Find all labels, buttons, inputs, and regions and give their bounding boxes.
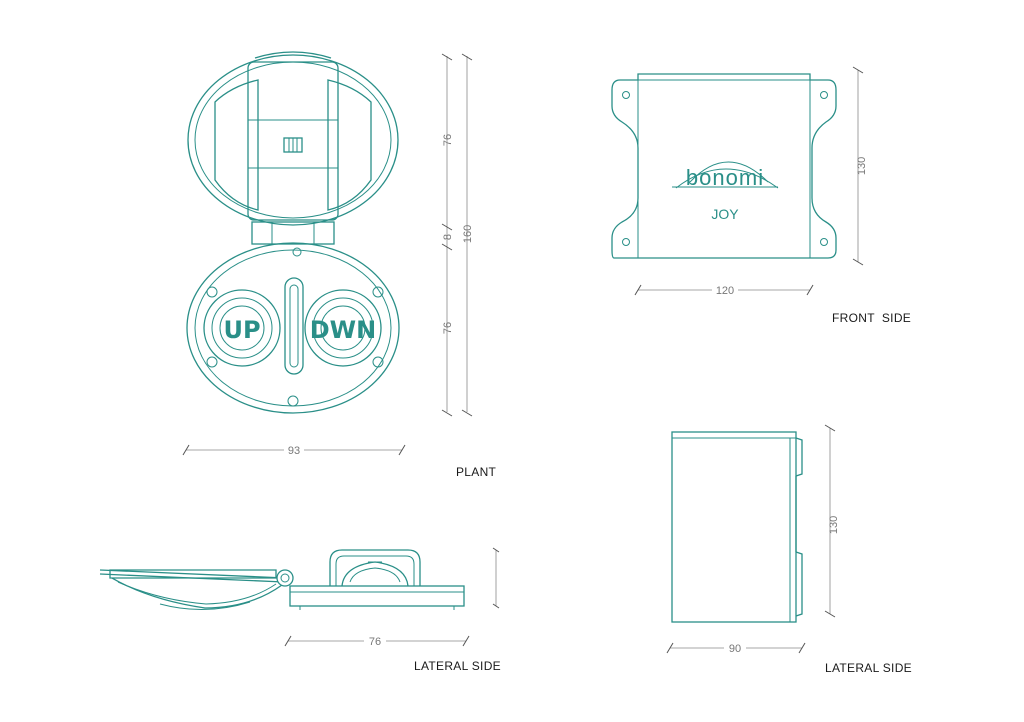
plant-vertical-dimensions: 76 8 76 160 bbox=[441, 53, 474, 417]
dim-plant-width: 93 bbox=[288, 445, 300, 457]
plant-lower-body: UP DWN bbox=[186, 242, 400, 414]
label-front-side: FRONT SIDE bbox=[832, 311, 911, 325]
dim-plant-gap: 8 bbox=[442, 234, 454, 240]
dim-plant-lower: 76 bbox=[442, 322, 454, 334]
lateral-left-height-dimension bbox=[492, 547, 500, 609]
front-view: bonomi JOY bbox=[611, 73, 837, 259]
front-width-dimension: 120 bbox=[634, 283, 814, 297]
lateral-left-width-dimension: 76 bbox=[284, 634, 470, 648]
plant-upper-lid bbox=[187, 51, 399, 226]
lateral-right-height-dimension: 130 bbox=[824, 424, 840, 618]
label-lateral-side-left: LATERAL SIDE bbox=[414, 659, 501, 673]
dim-front-height: 130 bbox=[856, 157, 868, 175]
plant-width-dimension: 93 bbox=[182, 443, 406, 457]
dim-lateral2-width: 90 bbox=[729, 643, 741, 655]
brand-logo-text: bonomi bbox=[686, 165, 764, 190]
label-plant: PLANT bbox=[456, 465, 497, 479]
dim-plant-total: 160 bbox=[462, 225, 474, 243]
lateral-right-width-dimension: 90 bbox=[666, 641, 806, 655]
dim-plant-upper: 76 bbox=[442, 134, 454, 146]
plant-hinge bbox=[251, 221, 335, 257]
lateral-view-right bbox=[671, 431, 803, 623]
dim-front-width: 120 bbox=[716, 285, 734, 297]
model-name: JOY bbox=[711, 206, 739, 222]
plant-view: UP DWN bbox=[186, 51, 400, 414]
dim-lateral2-height: 130 bbox=[828, 516, 840, 534]
bonomi-logo: bonomi bbox=[672, 161, 779, 190]
up-button-label: UP bbox=[223, 316, 260, 344]
down-button-label: DWN bbox=[310, 316, 376, 344]
dim-lateral-width: 76 bbox=[369, 636, 381, 648]
front-height-dimension: 130 bbox=[852, 66, 868, 266]
up-button: UP bbox=[203, 289, 281, 367]
lateral-view-left bbox=[99, 549, 465, 610]
label-lateral-side-right: LATERAL SIDE bbox=[825, 661, 912, 675]
down-button: DWN bbox=[304, 289, 382, 367]
